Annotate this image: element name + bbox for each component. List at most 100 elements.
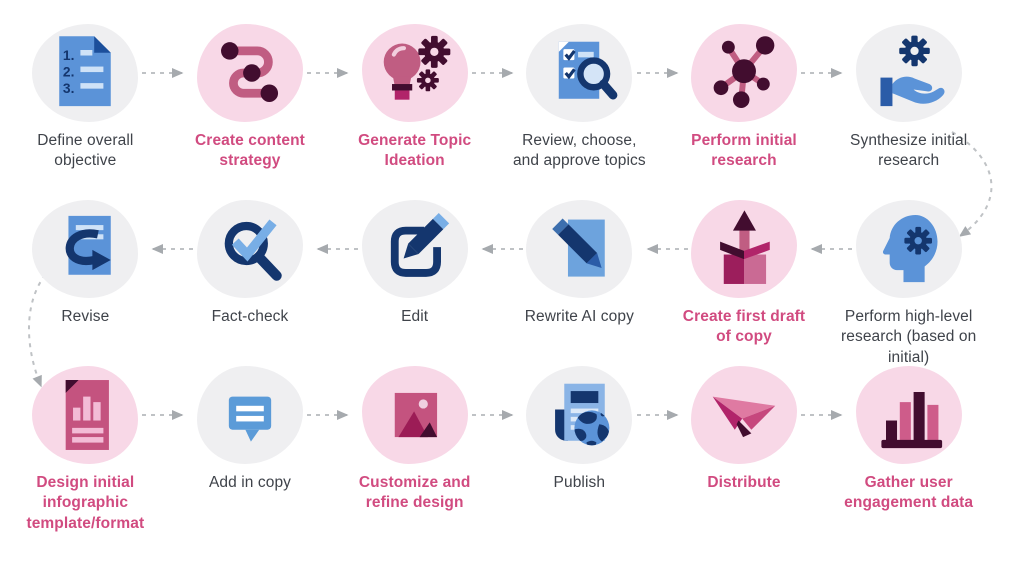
step-review-choose-and-approve-topics: Review, choose,and approve topics [497, 24, 662, 172]
step-label: Design initial infographic template/format [26, 473, 144, 534]
icon-blob [855, 24, 962, 122]
icon-blob [196, 366, 303, 464]
step-label: Synthesize initial research [850, 131, 967, 172]
step-label-line: strategy [219, 152, 281, 170]
svg-text:3.: 3. [63, 81, 75, 96]
step-revise: Revise [3, 200, 168, 368]
icon-blob [32, 200, 139, 298]
step-perform-initial-research: Perform initial research [662, 24, 827, 172]
step-label: Customize and refine design [359, 473, 471, 514]
step-publish: Publish [497, 366, 662, 534]
step-customize-and-refine-design: Customize and refine design [332, 366, 497, 534]
step-rewrite-ai-copy: Rewrite AI copy [497, 200, 662, 368]
step-label: Edit [401, 307, 428, 327]
icon-blob: 1. 2. 3. [32, 24, 139, 122]
icon-blob [196, 200, 303, 298]
step-label-line: Fact-check [211, 308, 289, 325]
step-edit: Edit [332, 200, 497, 368]
icon-blob [361, 24, 468, 122]
review-magnifier-icon [559, 41, 618, 100]
step-label-line: Ideation [384, 152, 445, 170]
paper-plane-icon [712, 396, 776, 438]
flow-row-3: Design initial infographic template/format… [3, 366, 991, 534]
flow-row-2: Revise Fact-check Edit Rewrite AI copy C… [3, 200, 991, 368]
icon-blob [526, 200, 633, 298]
icon-blob [526, 24, 633, 122]
step-label-line: Add in copy [208, 474, 292, 491]
step-fact-check: Fact-check [168, 200, 333, 368]
step-label: Publish [554, 473, 606, 493]
network-icon [713, 36, 775, 108]
icon-blob [361, 366, 468, 464]
icon-blob [526, 366, 633, 464]
step-label: Add in copy [209, 473, 291, 493]
step-label-line: Design initial [36, 474, 135, 491]
icon-blob [690, 366, 797, 464]
head-gear-icon [882, 214, 938, 283]
publish-globe-icon [555, 383, 610, 446]
icon-blob [855, 200, 962, 298]
step-label-line: Perform high-level [844, 308, 973, 325]
step-label: Rewrite AI copy [525, 307, 634, 327]
step-label: Perform high-level research (based on ini… [826, 307, 991, 368]
step-label: Perform initial research [691, 131, 797, 172]
step-label: Review, choose,and approve topics [513, 131, 646, 172]
step-label-line: Perform initial [691, 132, 797, 149]
edit-square-icon [390, 213, 449, 277]
step-label: Gather user engagement data [844, 473, 973, 514]
step-label-line: infographic [42, 494, 129, 512]
step-label-line: Revise [61, 308, 110, 325]
step-label-line: Distribute [707, 474, 781, 491]
step-label-line: Generate Topic [358, 132, 472, 149]
icon-blob [690, 200, 797, 298]
step-label: Distribute [707, 473, 780, 493]
bar-chart-icon [881, 392, 942, 449]
step-label: Fact-check [212, 307, 289, 327]
step-label: Define overall objective [37, 131, 133, 172]
step-label-line: objective [54, 152, 117, 170]
icon-blob [855, 366, 962, 464]
step-label-line: engagement data [844, 494, 974, 512]
step-label-line: research [711, 152, 777, 170]
step-label-line: Synthesize initial [850, 132, 968, 149]
numbered-list-icon: 1. 2. 3. [59, 36, 112, 107]
step-label-line: research [878, 152, 940, 170]
icon-blob [32, 366, 139, 464]
step-create-content-strategy: Create content strategy [168, 24, 333, 172]
unbox-icon [720, 210, 770, 284]
step-label-line: refine design [365, 494, 464, 512]
step-label-line: Rewrite AI copy [524, 308, 634, 325]
svg-text:2.: 2. [63, 65, 75, 80]
fact-check-icon [224, 219, 282, 281]
flow-row-1: 1. 2. 3. Define overall objective Create … [3, 24, 991, 172]
step-label-line: Review, choose, [522, 132, 637, 149]
step-label-line: Create content [195, 132, 305, 149]
step-label: Revise [61, 307, 109, 327]
step-label-line: template/format [26, 514, 145, 532]
comment-icon [228, 396, 272, 442]
revise-icon [65, 215, 112, 275]
step-label-line: Create first draft [682, 308, 806, 325]
step-label-line: Define overall [37, 132, 134, 149]
step-add-in-copy: Add in copy [168, 366, 333, 534]
step-define-overall-objective: 1. 2. 3. Define overall objective [3, 24, 168, 172]
image-icon [394, 392, 437, 438]
icon-blob [361, 200, 468, 298]
step-design-initial-infographic-template-form: Design initial infographic template/format [3, 366, 168, 534]
step-label-line: Customize and [358, 474, 471, 491]
svg-text:1.: 1. [63, 48, 75, 63]
step-label-line: Gather user [864, 474, 953, 491]
step-synthesize-initial-research: Synthesize initial research [826, 24, 991, 172]
step-label-line: Publish [553, 474, 606, 491]
step-distribute: Distribute [662, 366, 827, 534]
infographic-doc-icon [66, 380, 110, 450]
step-label-line: Edit [401, 308, 429, 325]
icon-blob [690, 24, 797, 122]
hand-gear-icon [880, 35, 945, 107]
step-gather-user-engagement-data: Gather user engagement data [826, 366, 991, 534]
step-perform-high-level-research-based-on-ini: Perform high-level research (based on ini… [826, 200, 991, 368]
step-label-line: research (based on initial) [840, 328, 977, 366]
